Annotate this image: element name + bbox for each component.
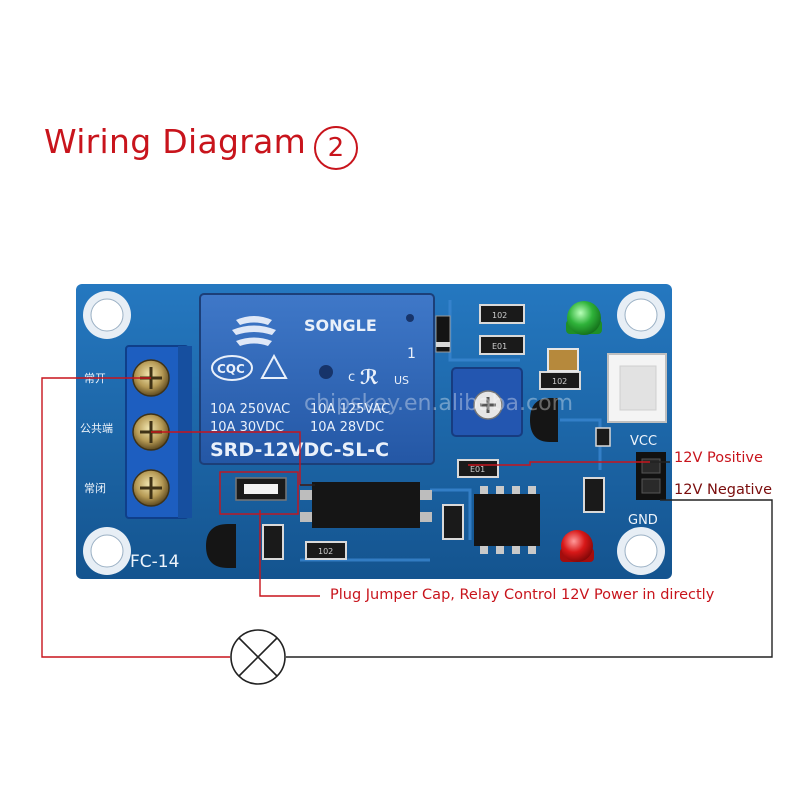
terminal-label-com: 公共端 <box>80 422 113 435</box>
ul-mark-icon: c <box>348 370 355 385</box>
relay-rating-left-1: 10A 250VAC <box>210 402 290 417</box>
transistor <box>530 398 558 442</box>
green-led-icon <box>566 301 602 335</box>
svg-text:102: 102 <box>552 377 567 386</box>
lamp-icon <box>230 629 286 685</box>
red-led-icon <box>560 530 594 562</box>
ul-logo-icon: ℛ <box>360 365 379 389</box>
terminal-screws <box>132 359 170 507</box>
gnd-label: GND <box>628 513 658 528</box>
relay-rating-left-2: 10A 30VDC <box>210 420 284 435</box>
optocoupler <box>312 482 420 528</box>
relay-logo-icon <box>232 316 276 346</box>
smd-part <box>595 427 611 447</box>
svg-text:E01: E01 <box>470 465 485 474</box>
callout-jumper: Plug Jumper Cap, Relay Control 12V Power… <box>330 587 715 603</box>
warning-triangle-icon <box>260 353 288 379</box>
svg-text:102: 102 <box>318 547 333 556</box>
smd-resistors: 102 E01 E01 102 102 <box>262 304 605 560</box>
relay-brand: SONGLE <box>304 316 377 335</box>
relay-pin-number: 1 <box>407 346 416 362</box>
svg-text:102: 102 <box>492 311 507 320</box>
title-text: Wiring Diagram <box>44 122 307 161</box>
callout-12v-positive: 12V Positive <box>674 450 763 466</box>
mounting-holes <box>83 291 665 575</box>
terminal-label-nc: 常闭 <box>84 482 106 495</box>
relay-rating-right-1: 10A 125VAC <box>310 402 390 417</box>
diode-band <box>436 342 450 347</box>
vcc-label: VCC <box>630 434 657 449</box>
transistor <box>206 524 236 568</box>
black-wires <box>286 461 773 658</box>
relay-body <box>199 293 435 465</box>
ic-pins <box>480 486 536 554</box>
relay-rating-right-2: 10A 28VDC <box>310 420 384 435</box>
ul-us-text: US <box>394 374 409 387</box>
relay-dot <box>406 314 414 322</box>
callout-12v-negative: 12V Negative <box>674 482 773 498</box>
title-number-badge: 2 <box>314 126 359 170</box>
relay-pin-marker <box>319 365 333 379</box>
svg-text:E01: E01 <box>492 342 507 351</box>
smd-capacitor <box>547 348 579 372</box>
cqc-text: CQC <box>217 362 245 376</box>
ic-chip <box>474 494 540 546</box>
cqc-mark-icon: CQC <box>211 355 253 381</box>
connector-slot <box>619 365 657 411</box>
potentiometer-cross <box>480 397 496 413</box>
board-id: FC-14 <box>130 552 179 572</box>
watermark-text: chipskey.en.alibaba.com <box>304 391 573 416</box>
